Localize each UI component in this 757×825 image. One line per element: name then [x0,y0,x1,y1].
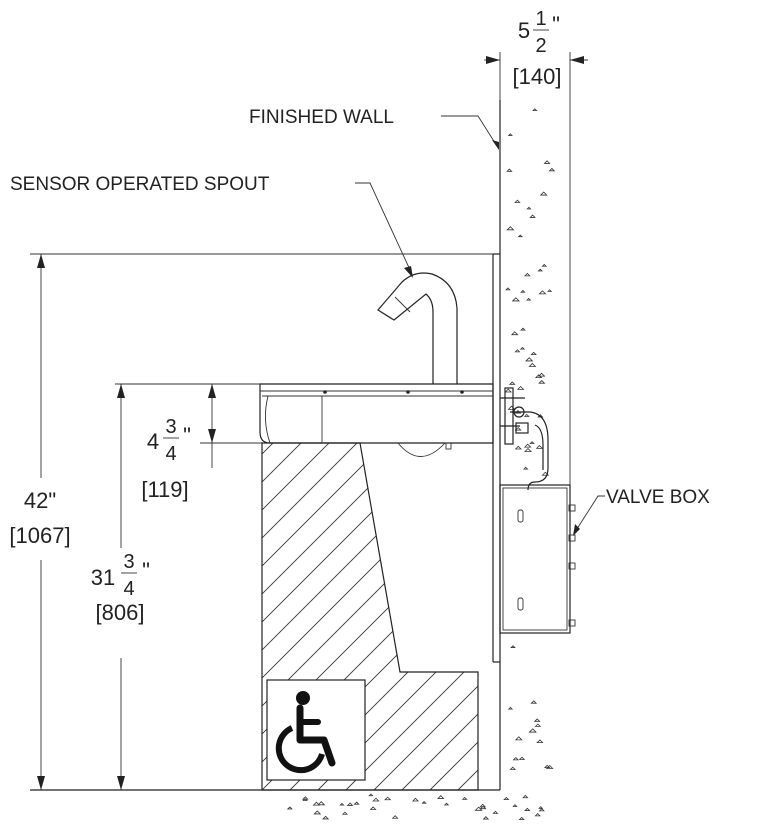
valve-box-label: VALVE BOX [606,487,710,508]
dimension-rim-height-numerator: 3 [123,551,134,573]
dimension-rim-height: 31 3 4 " [806] [91,383,260,790]
dimension-overall-height: 42" [1067] [9,253,493,790]
dimension-bowl-depth-whole: 4 [147,429,159,454]
dimension-wall-depth-whole: 5 [518,18,530,43]
dimension-bowl-depth-metric: [119] [141,477,188,502]
dimension-overall-height-metric: [1067] [9,523,70,548]
sensor-operated-spout [377,272,458,384]
wall-mounting-bracket [500,387,549,491]
dimension-overall-height-imperial: 42" [24,488,56,513]
dimension-bowl-depth: 4 3 4 " [119] [141,384,262,502]
dimension-bowl-depth-numerator: 3 [165,416,176,438]
valve-box [499,484,576,634]
dimension-rim-height-metric: [806] [96,600,145,625]
dimension-wall-depth-denominator: 2 [535,35,546,57]
dimension-rim-height-whole: 31 [91,565,115,590]
callout-valve-box: VALVE BOX [573,487,710,536]
callout-sensor-spout: SENSOR OPERATED SPOUT [10,174,413,278]
dimension-wall-depth-numerator: 1 [535,8,546,30]
dimension-wall-depth-unit: " [552,12,560,37]
dimension-wall-depth: 5 1 2 " [140] [484,8,588,485]
sensor-spout-label: SENSOR OPERATED SPOUT [10,174,270,195]
basin-deck [259,383,494,457]
dimension-rim-height-denominator: 4 [123,578,134,600]
wall-concrete-texture [286,108,556,821]
callout-finished-wall: FINISHED WALL [249,107,499,150]
finished-wall-label: FINISHED WALL [249,107,394,128]
dimension-wall-depth-metric: [140] [513,64,562,89]
wheelchair-icon [275,691,336,774]
dimension-bowl-depth-unit: " [183,423,191,448]
dimension-rim-height-unit: " [142,558,150,583]
dimension-bowl-depth-denominator: 4 [165,443,176,465]
finished-wall [492,100,501,790]
